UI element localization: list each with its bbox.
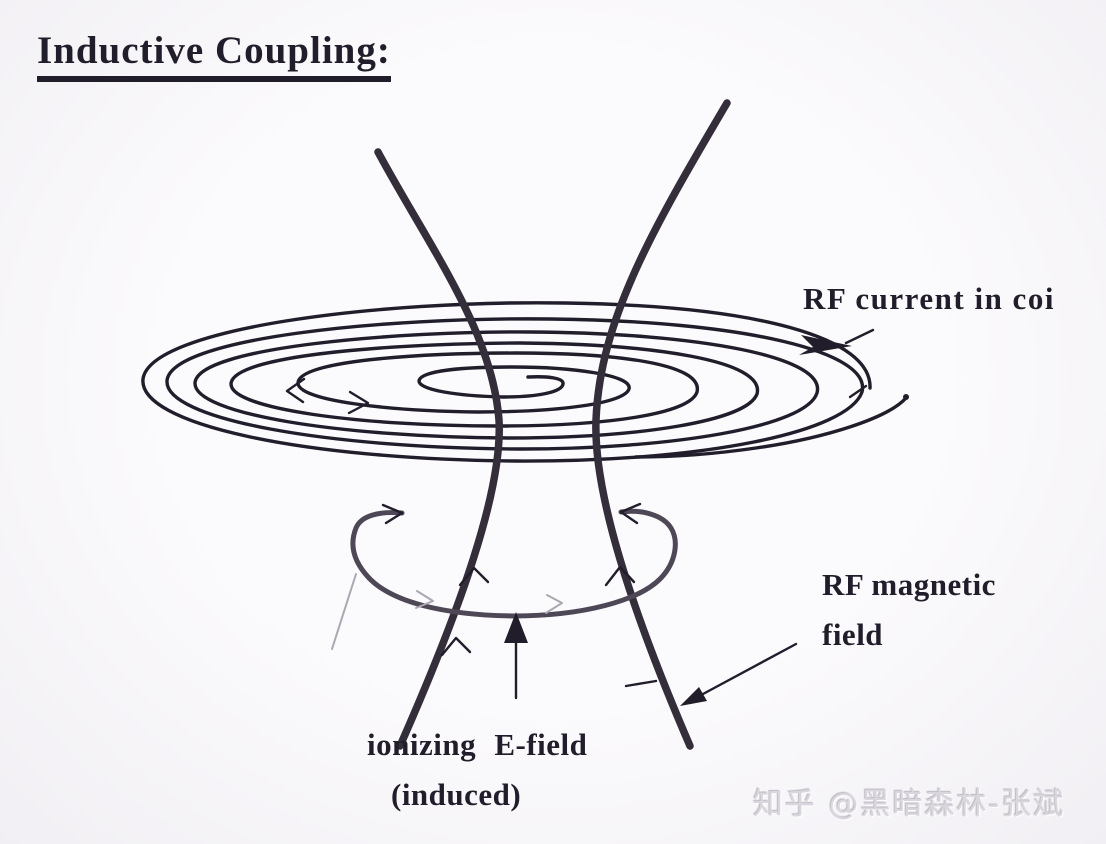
- loop-arrow-barb-left-icon: [381, 503, 404, 525]
- field-chevron-icon: [604, 565, 636, 587]
- current-arrow-tail: [844, 328, 875, 345]
- field-chevron-icon: [458, 566, 490, 587]
- coil-lead-out: [634, 396, 908, 459]
- current-chevron-left-icon: [285, 377, 306, 404]
- loop-chevron-icon: [545, 594, 563, 614]
- label-rf-magnetic-line2: field: [822, 617, 884, 652]
- label-rf-current-in-coil: RF current in coi: [803, 281, 1055, 316]
- ionizing-e-field-pointer-arrow: [504, 612, 528, 700]
- down-left-arrowhead-icon: [680, 687, 707, 706]
- current-chevron-inner-icon: [347, 390, 370, 415]
- zhihu-watermark: 知乎 @黑暗森林-张斌: [753, 787, 1066, 822]
- label-induced: (induced): [391, 777, 522, 812]
- label-ionizing-e-field: ionizing E-field: [367, 727, 588, 762]
- induction-coil-spiral: [141, 301, 909, 463]
- loop-arrow-barb-right-icon: [619, 502, 642, 525]
- label-rf-magnetic-field: RF magnetic field: [822, 560, 996, 660]
- coil-lead-end-dot: [903, 394, 909, 400]
- rf-magnetic-field-line-left: [374, 148, 503, 750]
- field-chevron-icon: [440, 636, 472, 657]
- label-rf-magnetic-line1: RF magnetic: [822, 567, 996, 602]
- induced-e-field-loop: [331, 502, 678, 650]
- up-arrowhead-icon: [504, 612, 528, 643]
- loop-faint-stroke: [331, 573, 357, 650]
- rf-magnetic-field-line-right: [592, 99, 731, 750]
- field-tick-mark: [624, 679, 658, 688]
- loop-chevron-icon: [415, 590, 434, 609]
- coil-bend-barb: [848, 384, 868, 399]
- coil-current-direction-arrows: [285, 328, 875, 415]
- rf-magnetic-field-pointer-arrow: [680, 642, 798, 706]
- current-arrowhead-right-icon: [799, 335, 852, 355]
- page-title: Inductive Coupling:: [37, 28, 391, 82]
